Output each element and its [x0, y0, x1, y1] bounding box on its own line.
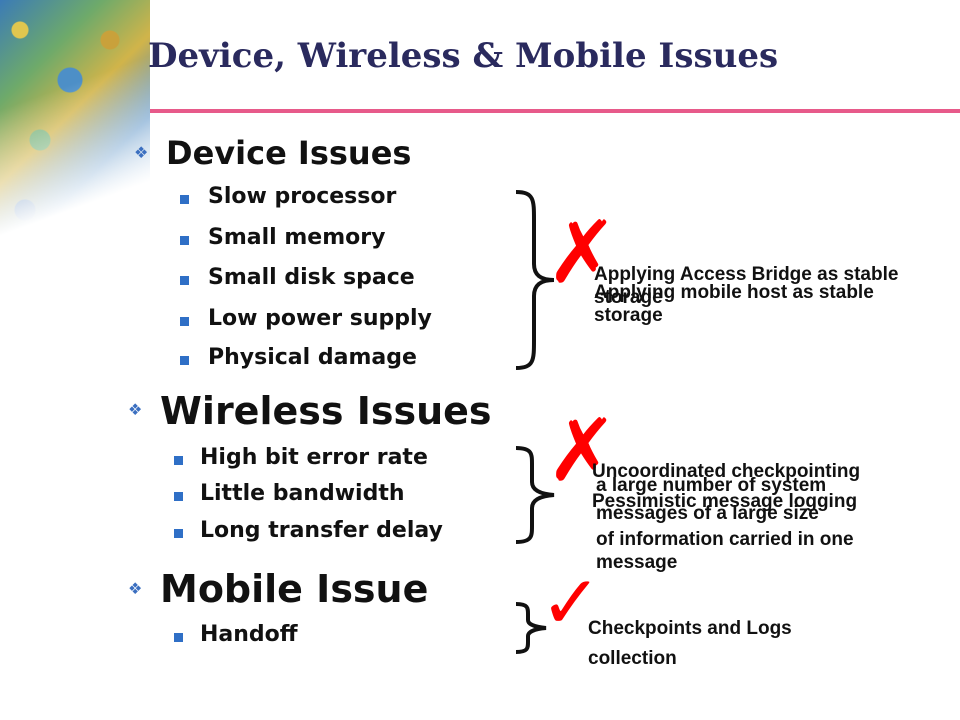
- curly-brace-icon: [515, 446, 555, 544]
- slide-title: Device, Wireless & Mobile Issues: [148, 36, 779, 76]
- list-item: Small memory: [208, 225, 386, 250]
- curly-brace-icon: [515, 190, 555, 370]
- cross-mark-icon: ✗: [546, 401, 619, 501]
- list-item: Handoff: [200, 622, 298, 647]
- note-text: Applying mobile host as stable storage: [594, 282, 874, 326]
- note-text: Pessimistic message logging: [592, 491, 858, 512]
- square-bullet-icon: [174, 456, 183, 465]
- note-text: Checkpoints and Logs collection: [588, 618, 792, 669]
- list-item: High bit error rate: [200, 445, 428, 470]
- square-bullet-icon: [180, 236, 189, 245]
- note-text: of information carried in one message: [596, 529, 854, 573]
- list-item: Physical damage: [208, 345, 417, 370]
- note-text: Applying Access Bridge as stable storage: [594, 264, 899, 308]
- square-bullet-icon: [174, 633, 183, 642]
- square-bullet-icon: [180, 317, 189, 326]
- curly-brace-icon: [515, 602, 547, 654]
- square-bullet-icon: [180, 276, 189, 285]
- list-item: Low power supply: [208, 306, 432, 331]
- list-item: Long transfer delay: [200, 518, 443, 543]
- diamond-bullet-icon: ❖: [128, 579, 143, 598]
- list-item: Small disk space: [208, 265, 415, 290]
- section-heading-device: Device Issues: [166, 134, 412, 172]
- section-heading-mobile: Mobile Issue: [160, 567, 429, 611]
- square-bullet-icon: [174, 492, 183, 501]
- section-heading-wireless: Wireless Issues: [160, 389, 492, 433]
- cross-mark-icon: ✗: [546, 203, 619, 303]
- title-underline: [150, 109, 960, 113]
- diamond-bullet-icon: ❖: [128, 400, 143, 419]
- square-bullet-icon: [180, 356, 189, 365]
- list-item: Little bandwidth: [200, 481, 405, 506]
- note-text: a large number of system: [596, 475, 827, 496]
- square-bullet-icon: [174, 529, 183, 538]
- list-item: Slow processor: [208, 184, 397, 209]
- note-text: messages of a large size: [596, 503, 819, 524]
- diamond-bullet-icon: ❖: [134, 143, 149, 162]
- check-mark-icon: ✓: [540, 560, 603, 646]
- square-bullet-icon: [180, 195, 189, 204]
- note-text: Uncoordinated checkpointing: [592, 461, 861, 482]
- decorative-image-strip: [0, 0, 150, 260]
